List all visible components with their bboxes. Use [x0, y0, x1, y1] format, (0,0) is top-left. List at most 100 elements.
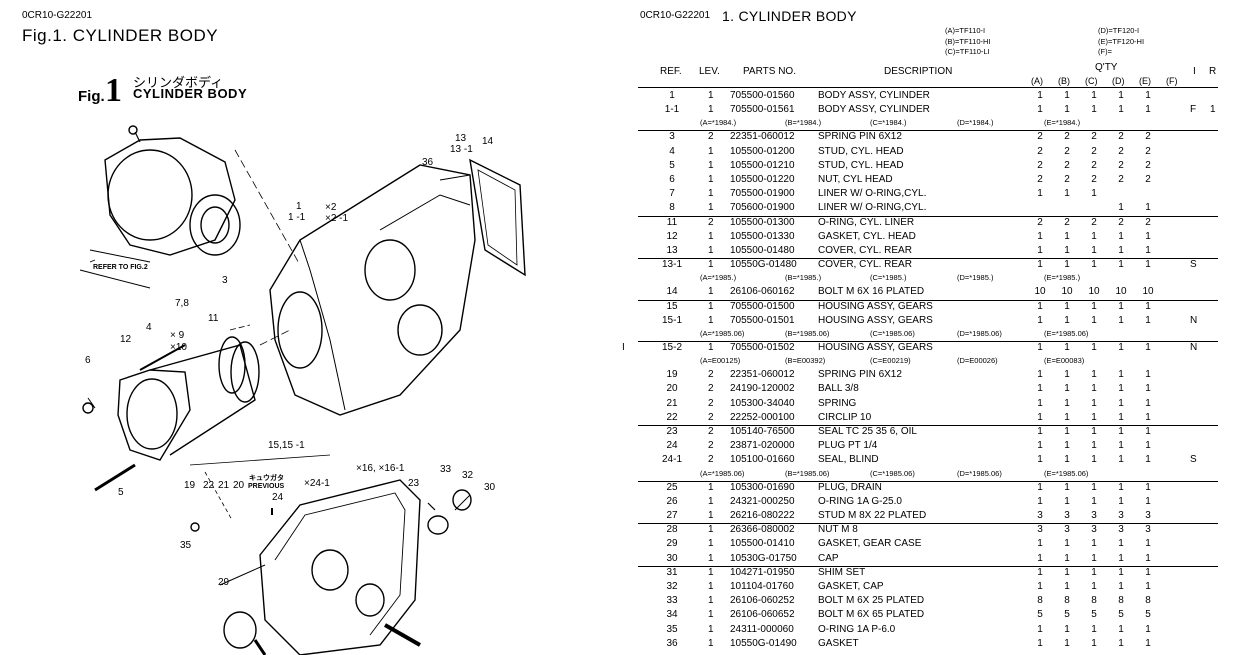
qty-a: 1 — [1037, 369, 1043, 381]
qty-c: 3 — [1091, 510, 1097, 521]
qty-a: 1 — [1037, 481, 1043, 493]
ref-number: 33 — [666, 595, 678, 607]
model-f: (F)= — [1098, 47, 1112, 56]
qty-a: 1 — [1037, 566, 1043, 578]
ref-number: 19 — [666, 369, 678, 381]
qty-c: 5 — [1091, 609, 1097, 621]
qty-d: 1 — [1118, 369, 1124, 381]
qty-d: 1 — [1118, 481, 1124, 493]
group-divider — [638, 215, 1218, 217]
fig-title-english: CYLINDER BODY — [133, 86, 248, 101]
qty-b: 2 — [1064, 216, 1070, 228]
qty-e: 1 — [1145, 552, 1151, 564]
qty-d: 1 — [1118, 538, 1124, 550]
qty-c: 1 — [1091, 90, 1097, 101]
level: 1 — [708, 188, 714, 200]
description: BALL 3/8 — [818, 383, 859, 395]
qty-e: 10 — [1142, 286, 1154, 298]
qty-d: 1 — [1118, 426, 1124, 437]
qty-b: 1 — [1064, 230, 1070, 242]
description: COVER, CYL. REAR — [818, 259, 912, 271]
qty-d: 2 — [1118, 174, 1124, 185]
interchange-code: S — [1190, 259, 1197, 271]
serial-note-row: (A=*1984.)(B=*1984.)(C=*1984.)(D=*1984.)… — [620, 118, 1240, 129]
serial-note: (C=E00219) — [870, 356, 911, 366]
qty-e: 1 — [1145, 440, 1151, 452]
rear-cover-gasket-part — [469, 158, 526, 277]
part-number: 705500-01900 — [730, 188, 795, 200]
qty-a: 1 — [1037, 454, 1043, 466]
qty-c: 1 — [1091, 300, 1097, 312]
ref-number: 30 — [666, 552, 678, 564]
part-number: 705500-01502 — [730, 342, 795, 353]
ref-number: 20 — [666, 383, 678, 395]
callout-11: 11 — [208, 313, 219, 324]
level: 1 — [708, 259, 714, 271]
callout-1: 1 — [296, 201, 302, 212]
model-e: (E)=TF120-HI — [1098, 36, 1145, 46]
qty-d: 1 — [1118, 342, 1124, 353]
part-number: 104271-01950 — [730, 566, 795, 578]
ref-number: 32 — [666, 581, 678, 592]
qty-b: 1 — [1064, 342, 1070, 353]
qty-c: 1 — [1091, 481, 1097, 493]
level: 1 — [708, 174, 714, 185]
header-ref: REF. — [660, 66, 682, 77]
header-col-c: (C) — [1085, 76, 1098, 86]
qty-c: 1 — [1091, 383, 1097, 395]
serial-note-row: (A=*1985.06)(B=*1985.06)(C=*1985.06)(D=*… — [620, 329, 1240, 340]
description: O-RING 1A G-25.0 — [818, 495, 902, 507]
part-number: 105300-01690 — [730, 481, 795, 493]
qty-d: 1 — [1118, 566, 1124, 578]
serial-note: (D=E00026) — [957, 356, 998, 366]
qty-b: 1 — [1064, 552, 1070, 564]
header-col-f: (F) — [1166, 76, 1178, 86]
qty-b: 1 — [1064, 259, 1070, 271]
description: LINER W/ O-RING,CYL. — [818, 188, 927, 200]
description: PLUG PT 1/4 — [818, 440, 878, 452]
qty-e: 1 — [1145, 454, 1151, 466]
seal-ring-part — [189, 194, 241, 256]
revision-mark: I — [622, 342, 625, 353]
qty-c: 1 — [1091, 566, 1097, 578]
qty-e: 1 — [1145, 314, 1151, 326]
qty-e: 1 — [1145, 90, 1151, 101]
qty-c: 1 — [1091, 314, 1097, 326]
header-lev: LEV. — [699, 66, 720, 77]
qty-b: 1 — [1064, 538, 1070, 550]
qty-a: 1 — [1037, 411, 1043, 423]
description: CAP — [818, 552, 839, 564]
qty-b: 1 — [1064, 623, 1070, 635]
level: 2 — [708, 426, 714, 437]
qty-e: 1 — [1145, 230, 1151, 242]
qty-e: 1 — [1145, 637, 1151, 649]
figure-title: Fig.1. CYLINDER BODY — [22, 26, 219, 45]
description: GASKET, CYL. HEAD — [818, 230, 916, 242]
qty-d: 10 — [1115, 286, 1127, 298]
previous-label-japanese: キュウガタ — [249, 475, 284, 482]
qty-d: 1 — [1118, 581, 1124, 592]
description: STUD, CYL. HEAD — [818, 145, 904, 157]
qty-d: 2 — [1118, 131, 1124, 143]
serial-note: (B=*1985.) — [785, 273, 822, 283]
group-divider — [638, 425, 1218, 426]
qty-c: 1 — [1091, 623, 1097, 635]
ref-number: 3 — [669, 131, 675, 143]
qty-b: 10 — [1061, 286, 1073, 298]
part-number: 705600-01900 — [730, 202, 795, 214]
ref-number: 14 — [666, 286, 678, 298]
callout-35: 35 — [180, 540, 192, 551]
level: 1 — [708, 581, 714, 592]
crankcase-body-part — [269, 164, 476, 416]
qty-d: 1 — [1118, 495, 1124, 507]
level: 1 — [708, 538, 714, 550]
part-number: 105500-01330 — [730, 230, 795, 242]
qty-c: 1 — [1091, 440, 1097, 452]
callout-23: 23 — [408, 478, 420, 489]
part-number: 10550G-01490 — [730, 637, 797, 649]
